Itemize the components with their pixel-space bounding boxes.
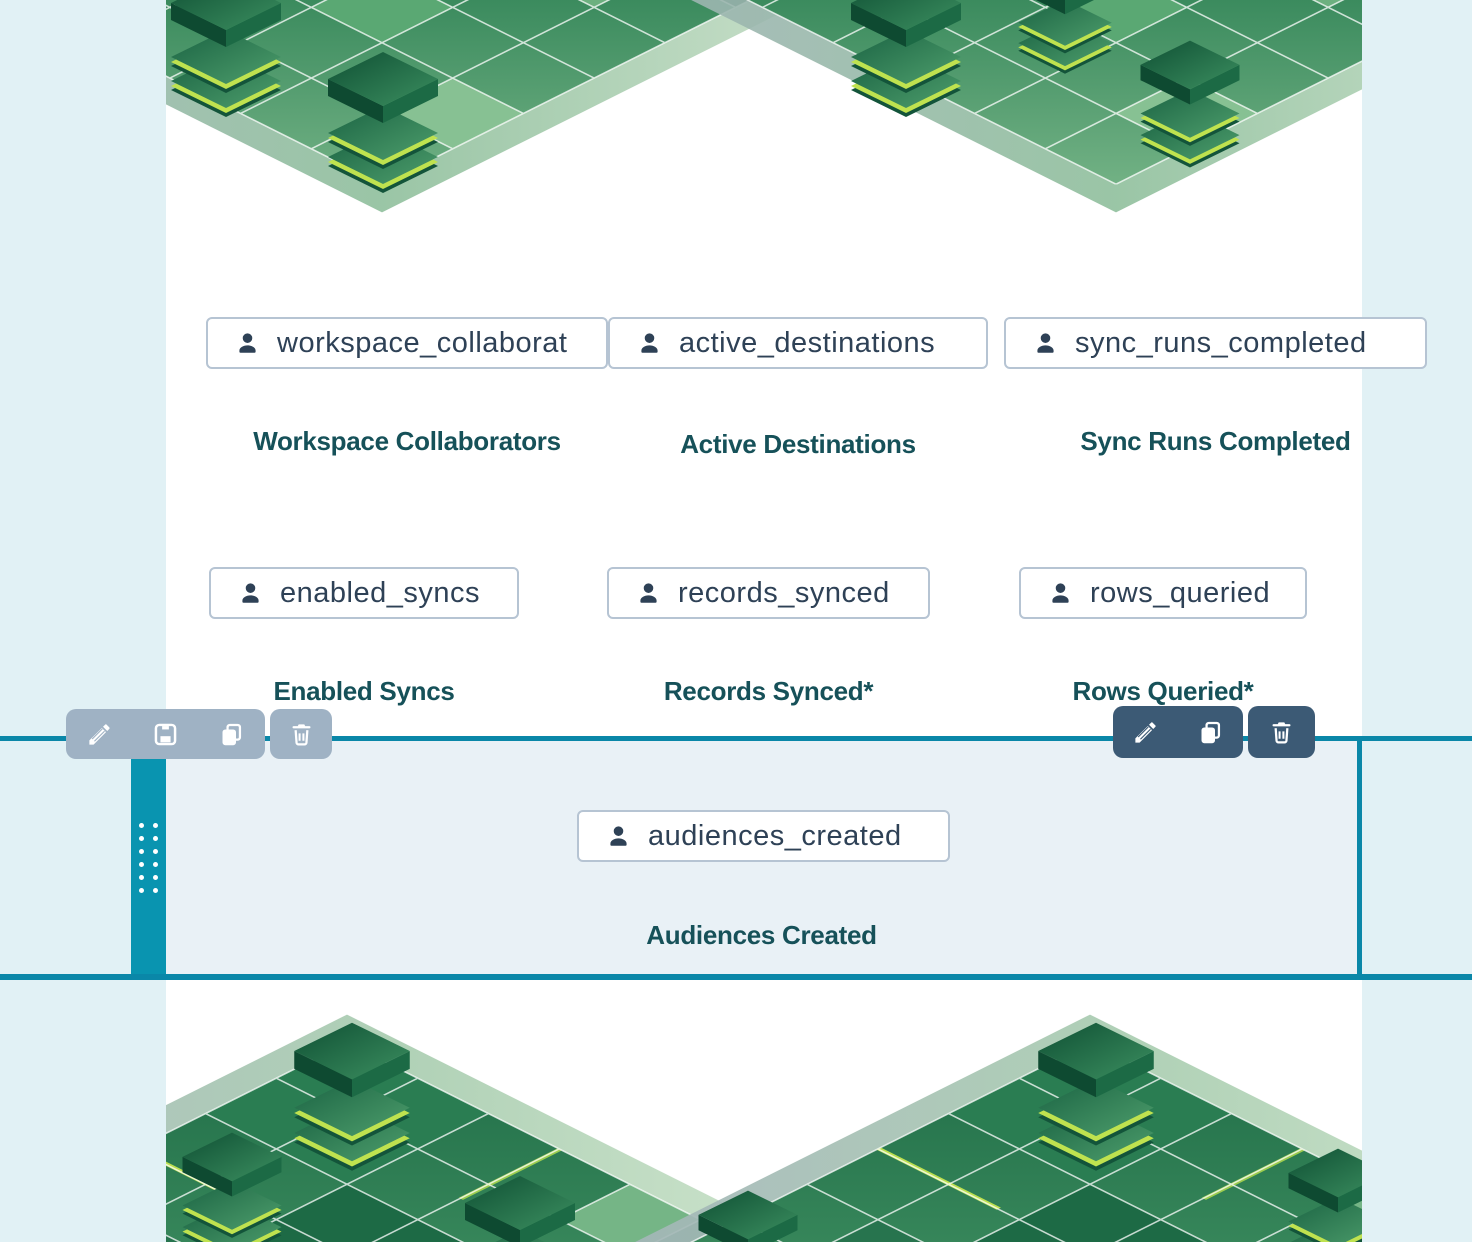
person-icon — [640, 582, 657, 603]
person-icon — [239, 332, 256, 353]
person-icon — [242, 582, 259, 603]
hover-toolbar — [66, 709, 265, 759]
selection-border-bottom — [0, 974, 1472, 980]
person-icon — [610, 825, 627, 846]
token-label: sync_runs_completed — [1075, 326, 1367, 359]
metric-caption-enabled-syncs: Enabled Syncs — [273, 676, 455, 706]
duplicate-icon — [222, 723, 242, 745]
trash-icon — [292, 723, 310, 746]
drag-handle[interactable] — [131, 741, 166, 974]
metric-caption-workspace-collaborators: Workspace Collaborators — [253, 426, 561, 456]
selection-border-top — [0, 736, 1472, 741]
content-column — [166, 0, 1362, 1242]
hover-toolbar-delete — [270, 709, 332, 759]
selection-toolbar-delete — [1248, 706, 1315, 758]
token-label: active_destinations — [679, 326, 936, 359]
person-icon — [641, 332, 658, 353]
person-icon — [1037, 332, 1054, 353]
pencil-icon — [89, 723, 110, 745]
token-label: records_synced — [678, 576, 890, 609]
metric-token-sync-runs-completed[interactable]: sync_runs_completed — [1004, 317, 1427, 369]
person-icon — [1052, 582, 1069, 603]
duplicate-button[interactable] — [1189, 710, 1233, 754]
metric-token-records-synced[interactable]: records_synced — [607, 567, 930, 619]
metric-token-rows-queried[interactable]: rows_queried — [1019, 567, 1307, 619]
metric-token-workspace-collaborators[interactable]: workspace_collaborat — [206, 317, 608, 369]
token-label: audiences_created — [648, 819, 902, 852]
pencil-icon — [1135, 721, 1156, 743]
trash-icon — [1272, 721, 1291, 744]
delete-button[interactable] — [1260, 710, 1304, 754]
metric-caption-active-destinations: Active Destinations — [680, 429, 916, 459]
metric-caption-audiences-created: Audiences Created — [646, 920, 877, 950]
metric-token-active-destinations[interactable]: active_destinations — [608, 317, 988, 369]
token-label: enabled_syncs — [280, 576, 480, 609]
save-icon — [154, 723, 177, 745]
selection-toolbar — [1113, 706, 1243, 758]
token-label: workspace_collaborat — [277, 326, 568, 359]
metric-token-audiences-created[interactable]: audiences_created — [577, 810, 950, 862]
delete-button[interactable] — [279, 712, 323, 756]
duplicate-icon — [1201, 721, 1221, 743]
metric-caption-records-synced: Records Synced* — [663, 676, 874, 706]
save-button[interactable] — [143, 712, 187, 756]
edit-button[interactable] — [1124, 710, 1168, 754]
metric-token-enabled-syncs[interactable]: enabled_syncs — [209, 567, 519, 619]
edit-button[interactable] — [77, 712, 121, 756]
metric-caption-sync-runs-completed: Sync Runs Completed — [1080, 426, 1351, 456]
drag-dots-icon — [139, 822, 158, 893]
token-label: rows_queried — [1090, 576, 1271, 609]
duplicate-button[interactable] — [210, 712, 254, 756]
metric-caption-rows-queried: Rows Queried* — [1072, 676, 1254, 706]
